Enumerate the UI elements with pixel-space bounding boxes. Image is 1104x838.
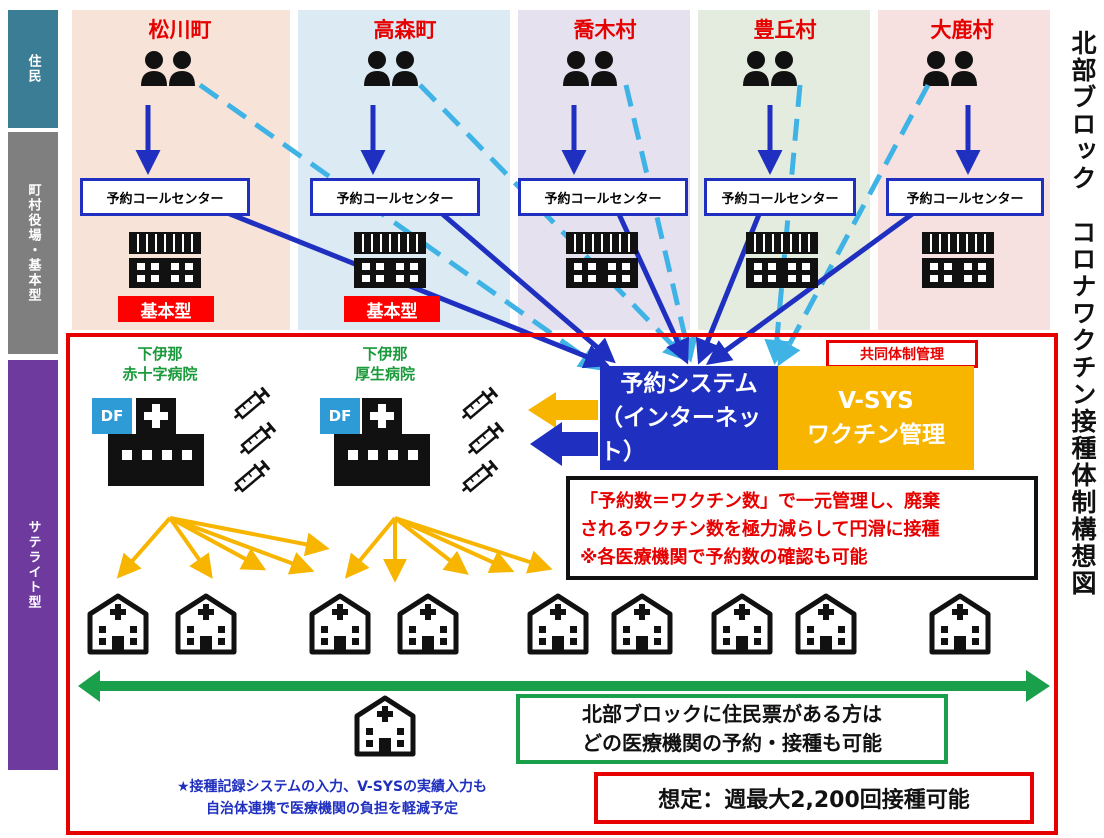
reservation-system-box: 予約システム （インターネット）	[600, 366, 778, 470]
municipality-takagi: 喬木村	[573, 18, 637, 42]
call-center-oshika: 予約コールセンター	[886, 178, 1044, 216]
call-center-matsukawa: 予約コールセンター	[80, 178, 250, 216]
df-badge: DF	[320, 398, 360, 434]
syringe-icon	[228, 457, 272, 499]
clinic-icon	[932, 596, 988, 652]
clinic-icon	[798, 596, 854, 652]
town-office-icon	[128, 231, 202, 289]
hospital-name-kosei: 下伊那厚生病院	[354, 345, 415, 383]
capacity-note: 想定：週最大2,200回接種可能	[594, 772, 1034, 824]
clinic-icon	[530, 596, 586, 652]
clinic-icon	[400, 596, 456, 652]
town-office-icon	[353, 231, 427, 289]
syringe-icon	[228, 384, 272, 426]
town-office-icon	[921, 231, 995, 289]
municipality-toyooka: 豊丘村	[753, 18, 817, 42]
basic-type-badge: 基本型	[118, 296, 214, 322]
town-office-icon	[745, 231, 819, 289]
clinic-icon	[357, 698, 413, 754]
row-label-town-office: 町村役場・基本型	[8, 132, 58, 354]
region-wide-double-arrow	[78, 670, 1050, 702]
distribution-arrows	[116, 516, 553, 583]
row-label-satellite: サテライト型	[8, 360, 58, 770]
clinic-icon	[312, 596, 368, 652]
reservation-flow-arrow	[530, 422, 598, 466]
basic-type-badge: 基本型	[344, 296, 440, 322]
syringe-icon	[234, 419, 278, 461]
clinic-icon	[178, 596, 234, 652]
unified-management-note: 「予約数＝ワクチン数」で一元管理し、廃棄 されるワクチン数を極力減らして円滑に接…	[566, 476, 1038, 580]
call-center-toyooka: 予約コールセンター	[704, 178, 856, 216]
residents-icon	[563, 51, 617, 86]
vsys-box: V-SYS ワクチン管理	[778, 366, 974, 470]
hospital-name-red-cross: 下伊那赤十字病院	[122, 345, 198, 383]
any-institution-note: 北部ブロックに住民票がある方は どの医療機関の予約・接種も可能	[516, 694, 948, 764]
municipality-matsukawa: 松川町	[148, 18, 212, 42]
syringe-icon	[456, 384, 500, 426]
resident-to-system-dashed-arrows	[198, 82, 931, 371]
municipality-takamori: 高森町	[373, 18, 437, 42]
municipality-oshika: 大鹿村	[930, 18, 994, 42]
clinic-icon	[90, 596, 146, 652]
resident-to-callcenter-arrows	[135, 105, 981, 175]
residents-icon	[923, 51, 977, 86]
residents-icon	[743, 51, 797, 86]
residents-icon	[141, 51, 195, 86]
clinic-icon	[714, 596, 770, 652]
page-title: 北部ブロック コロナワクチン接種体制構想図	[1068, 30, 1097, 597]
satellite-frame	[66, 333, 1058, 835]
vaccine-flow-arrow	[528, 392, 598, 428]
syringe-icon	[456, 457, 500, 499]
df-badge: DF	[92, 398, 132, 434]
residents-icon	[364, 51, 418, 86]
call-center-takamori: 予約コールセンター	[310, 178, 480, 216]
syringe-icon	[462, 419, 506, 461]
clinic-icon	[614, 596, 670, 652]
joint-management-label: 共同体制管理	[826, 340, 978, 368]
call-center-takagi: 予約コールセンター	[518, 178, 688, 216]
row-label-residents: 住民	[8, 10, 58, 128]
footnote: ★接種記録システムの入力、V-SYSの実績入力も 自治体連携で医療機関の負担を軽…	[176, 779, 488, 817]
town-office-icon	[565, 231, 639, 289]
